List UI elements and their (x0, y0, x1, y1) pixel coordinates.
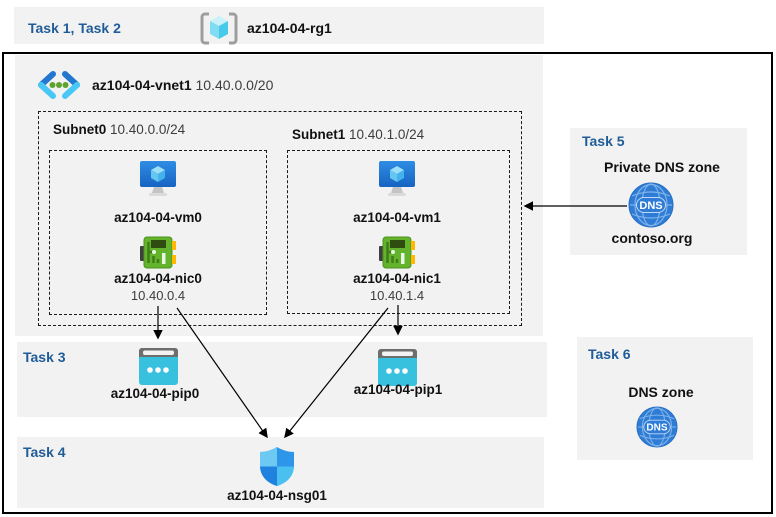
task5-label: Task 5 (582, 133, 625, 149)
task1-task2-band (14, 7, 544, 44)
vnet-name: az104-04-vnet1 (92, 77, 192, 93)
resource-group-name: az104-04-rg1 (247, 20, 332, 36)
nic-icon (140, 236, 176, 269)
pip0-name: az104-04-pip0 (110, 386, 200, 401)
private-dns-zone-title: Private DNS zone (604, 159, 720, 175)
subnet0-cidr: 10.40.0.0/24 (110, 122, 186, 137)
vm0-name: az104-04-vm0 (114, 210, 202, 225)
dns-icon-text: DNS (646, 423, 667, 434)
nsg-name: az104-04-nsg01 (227, 488, 327, 503)
vnet-cidr: 10.40.0.0/20 (195, 77, 274, 93)
public-ip-icon (378, 349, 417, 386)
vnet-box (15, 55, 543, 336)
dns-zone-title: DNS zone (628, 384, 694, 400)
nic0-name: az104-04-nic0 (114, 271, 202, 286)
private-dns-zone-name: contoso.org (611, 230, 693, 246)
diagram-border (2, 52, 773, 514)
dns-icon-text: DNS (639, 200, 662, 212)
nic1-name: az104-04-nic1 (353, 271, 441, 286)
pip1-name: az104-04-pip1 (353, 382, 443, 397)
resource-group-icon (200, 12, 238, 45)
nsg-shield-icon (260, 447, 294, 486)
task1-task2-label: Task 1, Task 2 (28, 20, 121, 36)
subnets-dashed-box (38, 111, 522, 326)
vnet-title: az104-04-vnet1 10.40.0.0/20 (92, 77, 273, 93)
subnet0-title: Subnet0 10.40.0.0/24 (53, 122, 185, 137)
task4-label: Task 4 (23, 444, 66, 460)
subnet0-name: Subnet0 (53, 122, 107, 137)
public-ip-icon (139, 348, 178, 385)
task3-band (17, 342, 547, 417)
vnet-icon (38, 71, 80, 99)
vm1-name: az104-04-vm1 (353, 210, 441, 225)
subnet1-name: Subnet1 (292, 127, 346, 142)
vm-icon (379, 161, 415, 196)
dns-globe-icon: DNS (636, 406, 678, 448)
task6-label: Task 6 (588, 346, 631, 362)
vm-icon (140, 161, 176, 196)
subnet1-cidr: 10.40.1.0/24 (349, 127, 425, 142)
nic-icon (379, 236, 415, 269)
dns-globe-icon: DNS (628, 182, 674, 228)
nic1-ip: 10.40.1.4 (369, 288, 425, 303)
subnet1-title: Subnet1 10.40.1.0/24 (292, 127, 424, 142)
task3-label: Task 3 (23, 349, 66, 365)
nic0-ip: 10.40.0.4 (130, 288, 186, 303)
